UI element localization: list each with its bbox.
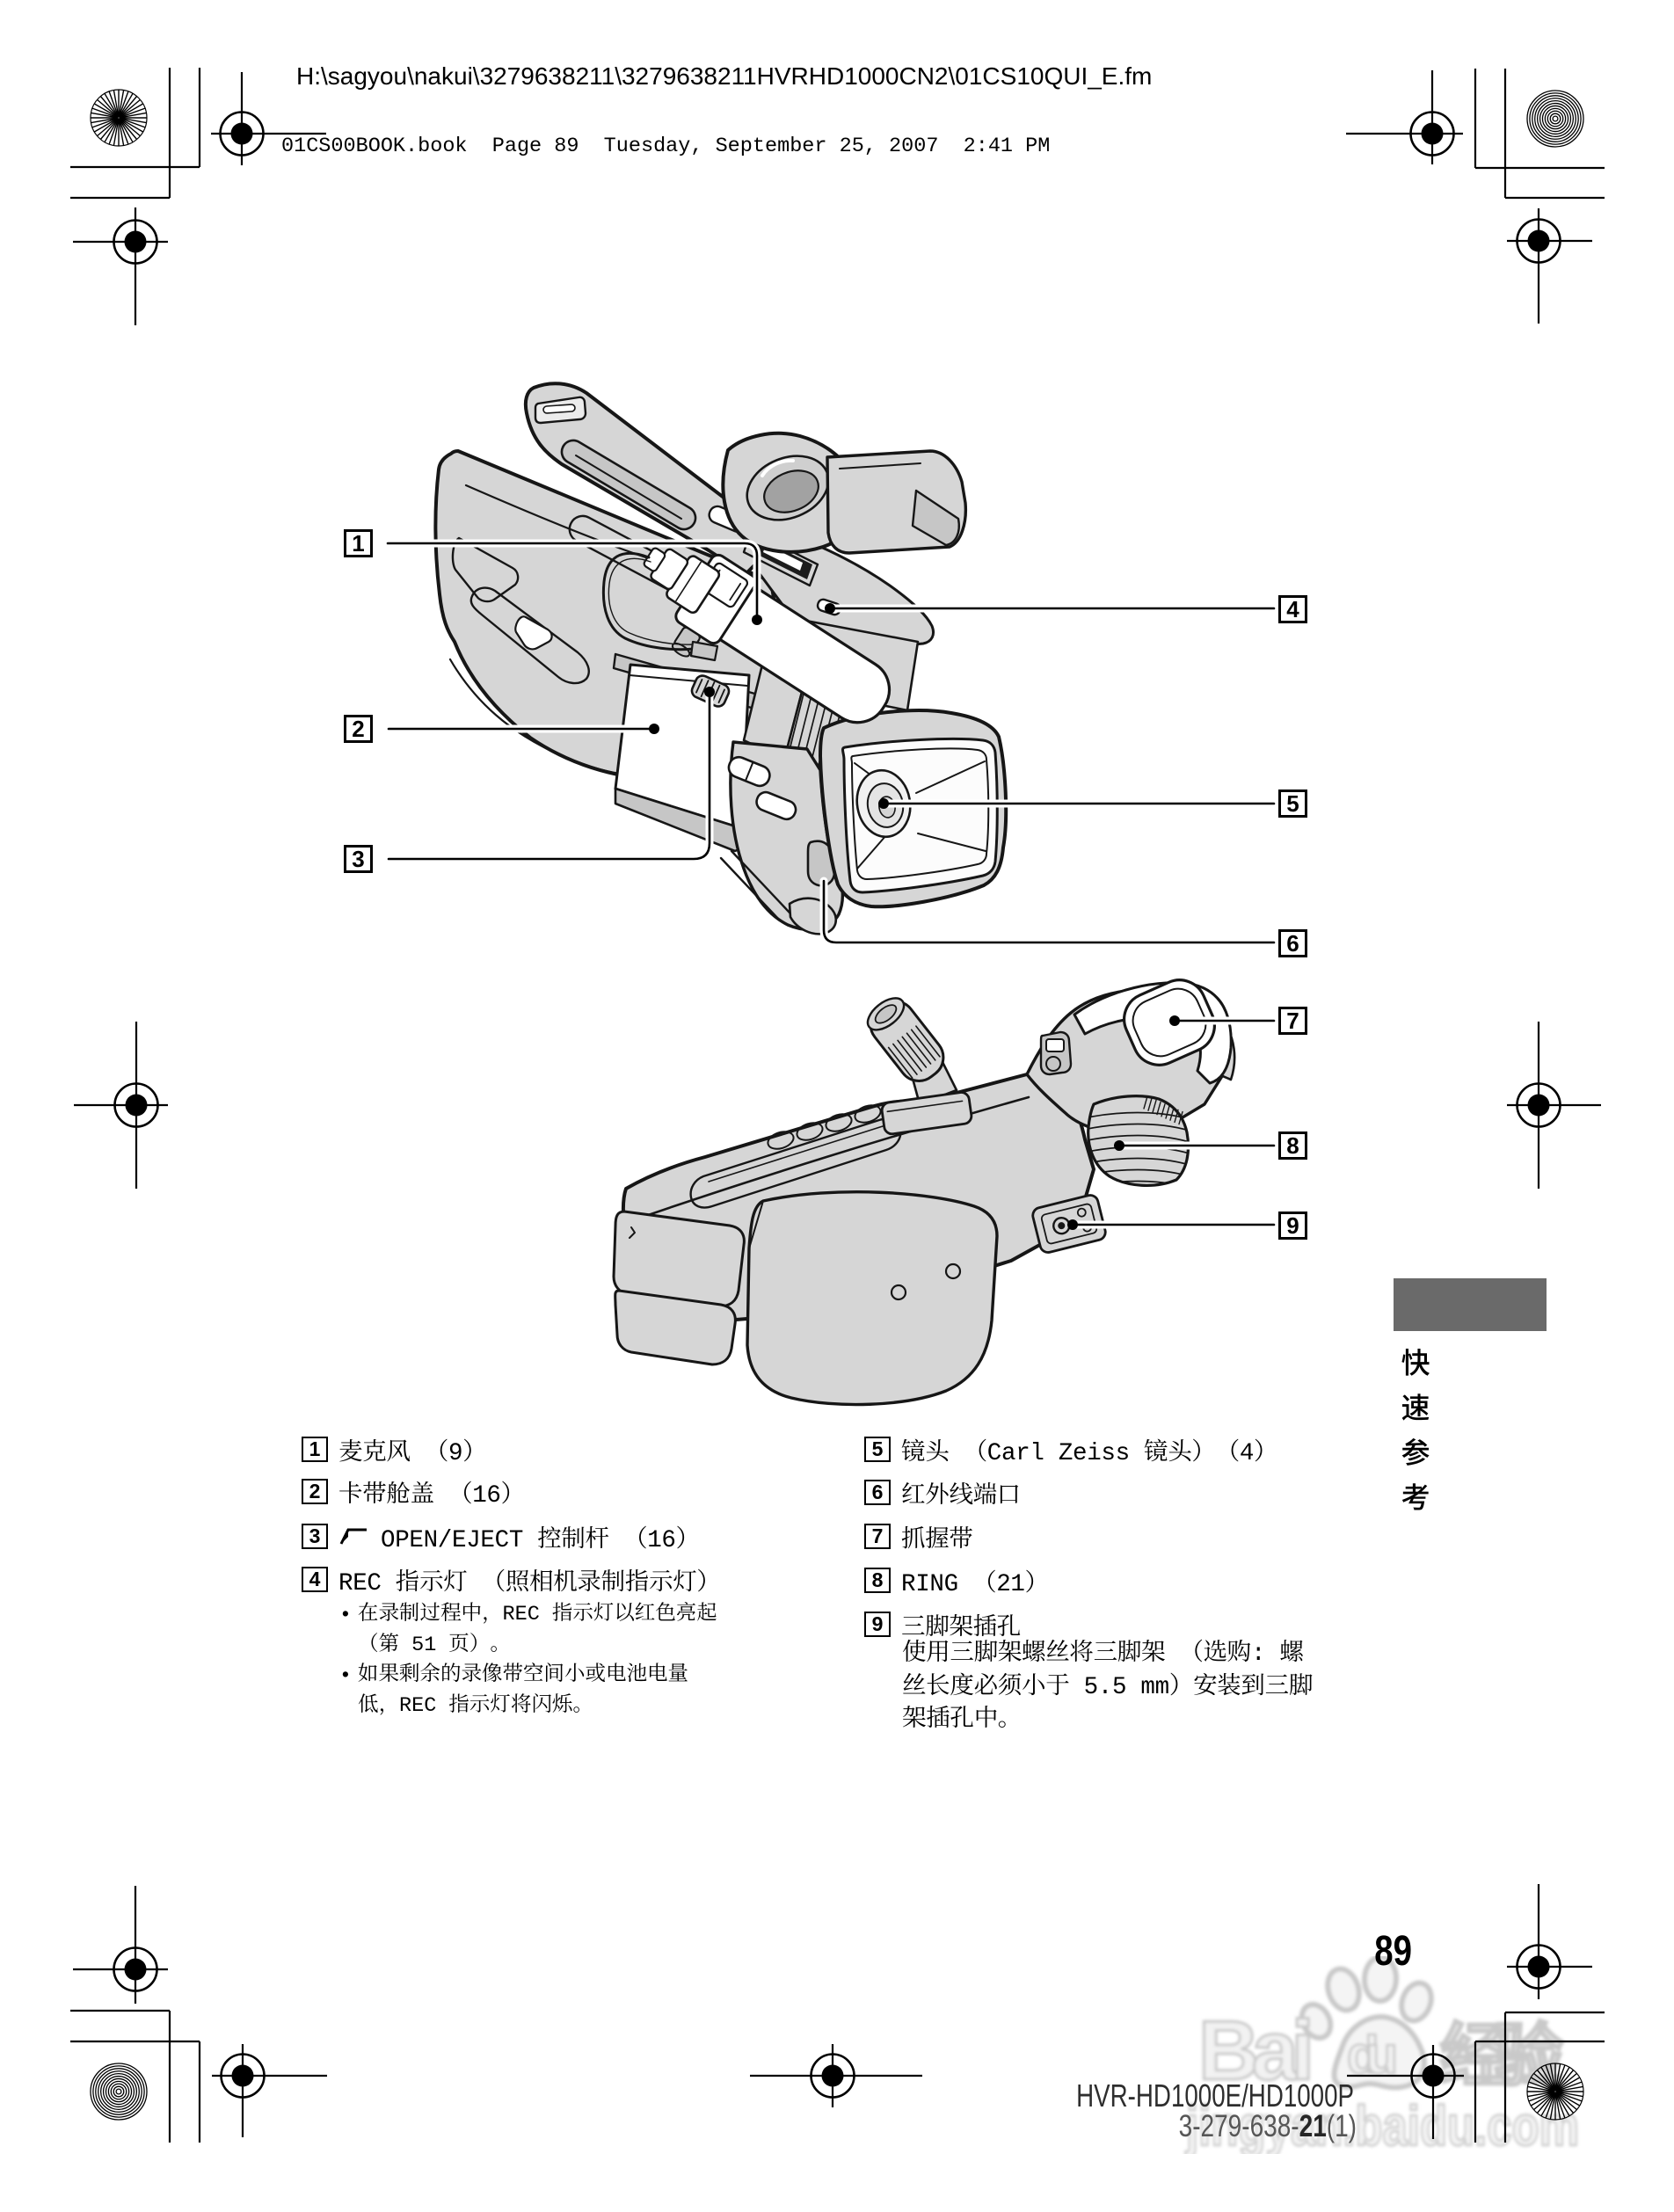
legend-num-box: 9 — [864, 1611, 891, 1637]
trim-mark — [70, 2009, 201, 2143]
legend-item-4: 4 REC 指示灯 （照相机录制指示灯） — [302, 1566, 721, 1597]
legend-text: RING （21） — [901, 1570, 1049, 1598]
callout-number: 2 — [352, 716, 365, 742]
legend-text: 镜头 （Carl Zeiss 镜头）（4） — [901, 1439, 1278, 1467]
starburst-mark — [1526, 2063, 1584, 2121]
callout-box-4: 4 — [1278, 595, 1307, 623]
legend-num-box: 8 — [864, 1567, 891, 1593]
bottom-view-microphone — [866, 997, 973, 1136]
callout-box-8: 8 — [1278, 1131, 1307, 1160]
legend-num-box: 5 — [864, 1436, 891, 1462]
registration-mark — [73, 207, 168, 325]
legend-text: 麦克风 （9） — [338, 1439, 487, 1467]
concentric-rings-mark — [90, 2063, 148, 2121]
registration-mark — [1346, 70, 1463, 164]
callout-number: 1 — [352, 530, 365, 557]
registration-mark — [73, 1886, 168, 2004]
legend-item-3: 3 OPEN/EJECT 控制杆 （16） — [302, 1523, 700, 1554]
callout-number: 3 — [352, 846, 365, 872]
legend-num-box: 4 — [302, 1566, 328, 1592]
legend-num-box: 6 — [864, 1479, 891, 1505]
callout-number: 6 — [1286, 930, 1299, 957]
legend-text: REC 指示灯 （照相机录制指示灯） — [338, 1569, 721, 1597]
callout-box-7: 7 — [1278, 1007, 1307, 1035]
legend-item-9-description: 使用三脚架螺丝将三脚架 （选购: 螺 丝长度必须小于 5.5 mm）安装到三脚 … — [902, 1641, 1314, 1734]
legend-text: 三脚架插孔 — [901, 1614, 1021, 1642]
starburst-mark — [90, 89, 148, 147]
legend-item-8: 8 RING （21） — [864, 1567, 1049, 1598]
callout-number: 8 — [1286, 1132, 1299, 1159]
legend-num-box: 7 — [864, 1523, 891, 1549]
leader-lines — [383, 539, 1278, 1230]
legend-item-4-notes: • 在录制过程中，REC 指示灯以红色亮起（第 51 页）。 • 如果剩余的录像… — [339, 1600, 717, 1721]
watermark-cjk-text: 经验 — [1440, 2001, 1563, 2099]
camcorder-figure — [383, 382, 1278, 1407]
concentric-rings-mark — [1526, 90, 1584, 148]
legend-text: 卡带舱盖 （16） — [338, 1481, 525, 1510]
callout-box-1: 1 — [344, 529, 373, 557]
page-number: 89 — [1374, 1928, 1412, 1975]
legend-item-6: 6 红外线端口 — [864, 1479, 1021, 1510]
header-book-line: 01CS00BOOK.book Page 89 Tuesday, Septemb… — [281, 135, 1051, 158]
legend-item-9: 9 三脚架插孔 — [864, 1611, 1021, 1642]
registration-mark — [211, 72, 326, 165]
registration-mark — [1507, 208, 1592, 324]
legend-num-box: 3 — [302, 1523, 328, 1549]
registration-mark — [74, 1022, 168, 1189]
registration-mark — [1507, 1022, 1601, 1189]
registration-mark — [212, 2044, 327, 2137]
camcorder-bottom-view-drawing — [612, 979, 1236, 1407]
trim-mark — [1474, 2011, 1605, 2143]
open-eject-lever-icon — [339, 1528, 367, 1545]
legend-text: 抓握带 — [901, 1526, 973, 1554]
microphone-drawing — [601, 547, 892, 724]
registration-mark — [1507, 1884, 1592, 1999]
legend-item-5: 5 镜头 （Carl Zeiss 镜头）（4） — [864, 1436, 1278, 1467]
callout-number: 4 — [1286, 596, 1299, 622]
registration-mark — [1347, 2045, 1464, 2139]
callout-number: 7 — [1286, 1008, 1299, 1034]
trim-mark — [1474, 69, 1605, 200]
trim-mark — [70, 68, 201, 200]
bullet-icon: • — [339, 1604, 352, 1626]
registration-mark — [750, 2044, 922, 2107]
footer-part-number: 3-279-638-21(1) — [1178, 2109, 1357, 2143]
legend-item-1: 1 麦克风 （9） — [302, 1436, 487, 1467]
callout-box-2: 2 — [344, 715, 373, 743]
legend-item-7: 7 抓握带 — [864, 1523, 973, 1554]
section-tab-marker — [1394, 1278, 1547, 1331]
callout-number: 9 — [1286, 1212, 1299, 1239]
legend-text: 红外线端口 — [901, 1482, 1021, 1510]
callout-box-9: 9 — [1278, 1212, 1307, 1240]
callout-box-5: 5 — [1278, 789, 1307, 818]
callout-box-6: 6 — [1278, 929, 1307, 957]
legend-num-box: 2 — [302, 1478, 328, 1504]
callout-box-3: 3 — [344, 845, 373, 873]
baidu-paw-icon — [1299, 1956, 1434, 2091]
bullet-icon: • — [339, 1664, 352, 1687]
watermark-url-text: jingyan.baidu.com — [1185, 2094, 1579, 2154]
header-file-path: H:\sagyou\nakui\3279638211\3279638211HVR… — [296, 62, 1153, 90]
legend-item-2: 2 卡带舱盖 （16） — [302, 1478, 525, 1510]
legend-text: OPEN/EJECT 控制杆 （16） — [381, 1526, 700, 1554]
footer-model: HVR-HD1000E/HD1000P — [1076, 2077, 1354, 2114]
watermark-brand-bai: Bai — [1198, 2004, 1314, 2098]
section-tab-label: 快速参考 — [1394, 1340, 1437, 1519]
callout-number: 5 — [1286, 790, 1299, 817]
legend-num-box: 1 — [302, 1436, 328, 1462]
camcorder-rear-view-drawing — [433, 382, 1008, 935]
